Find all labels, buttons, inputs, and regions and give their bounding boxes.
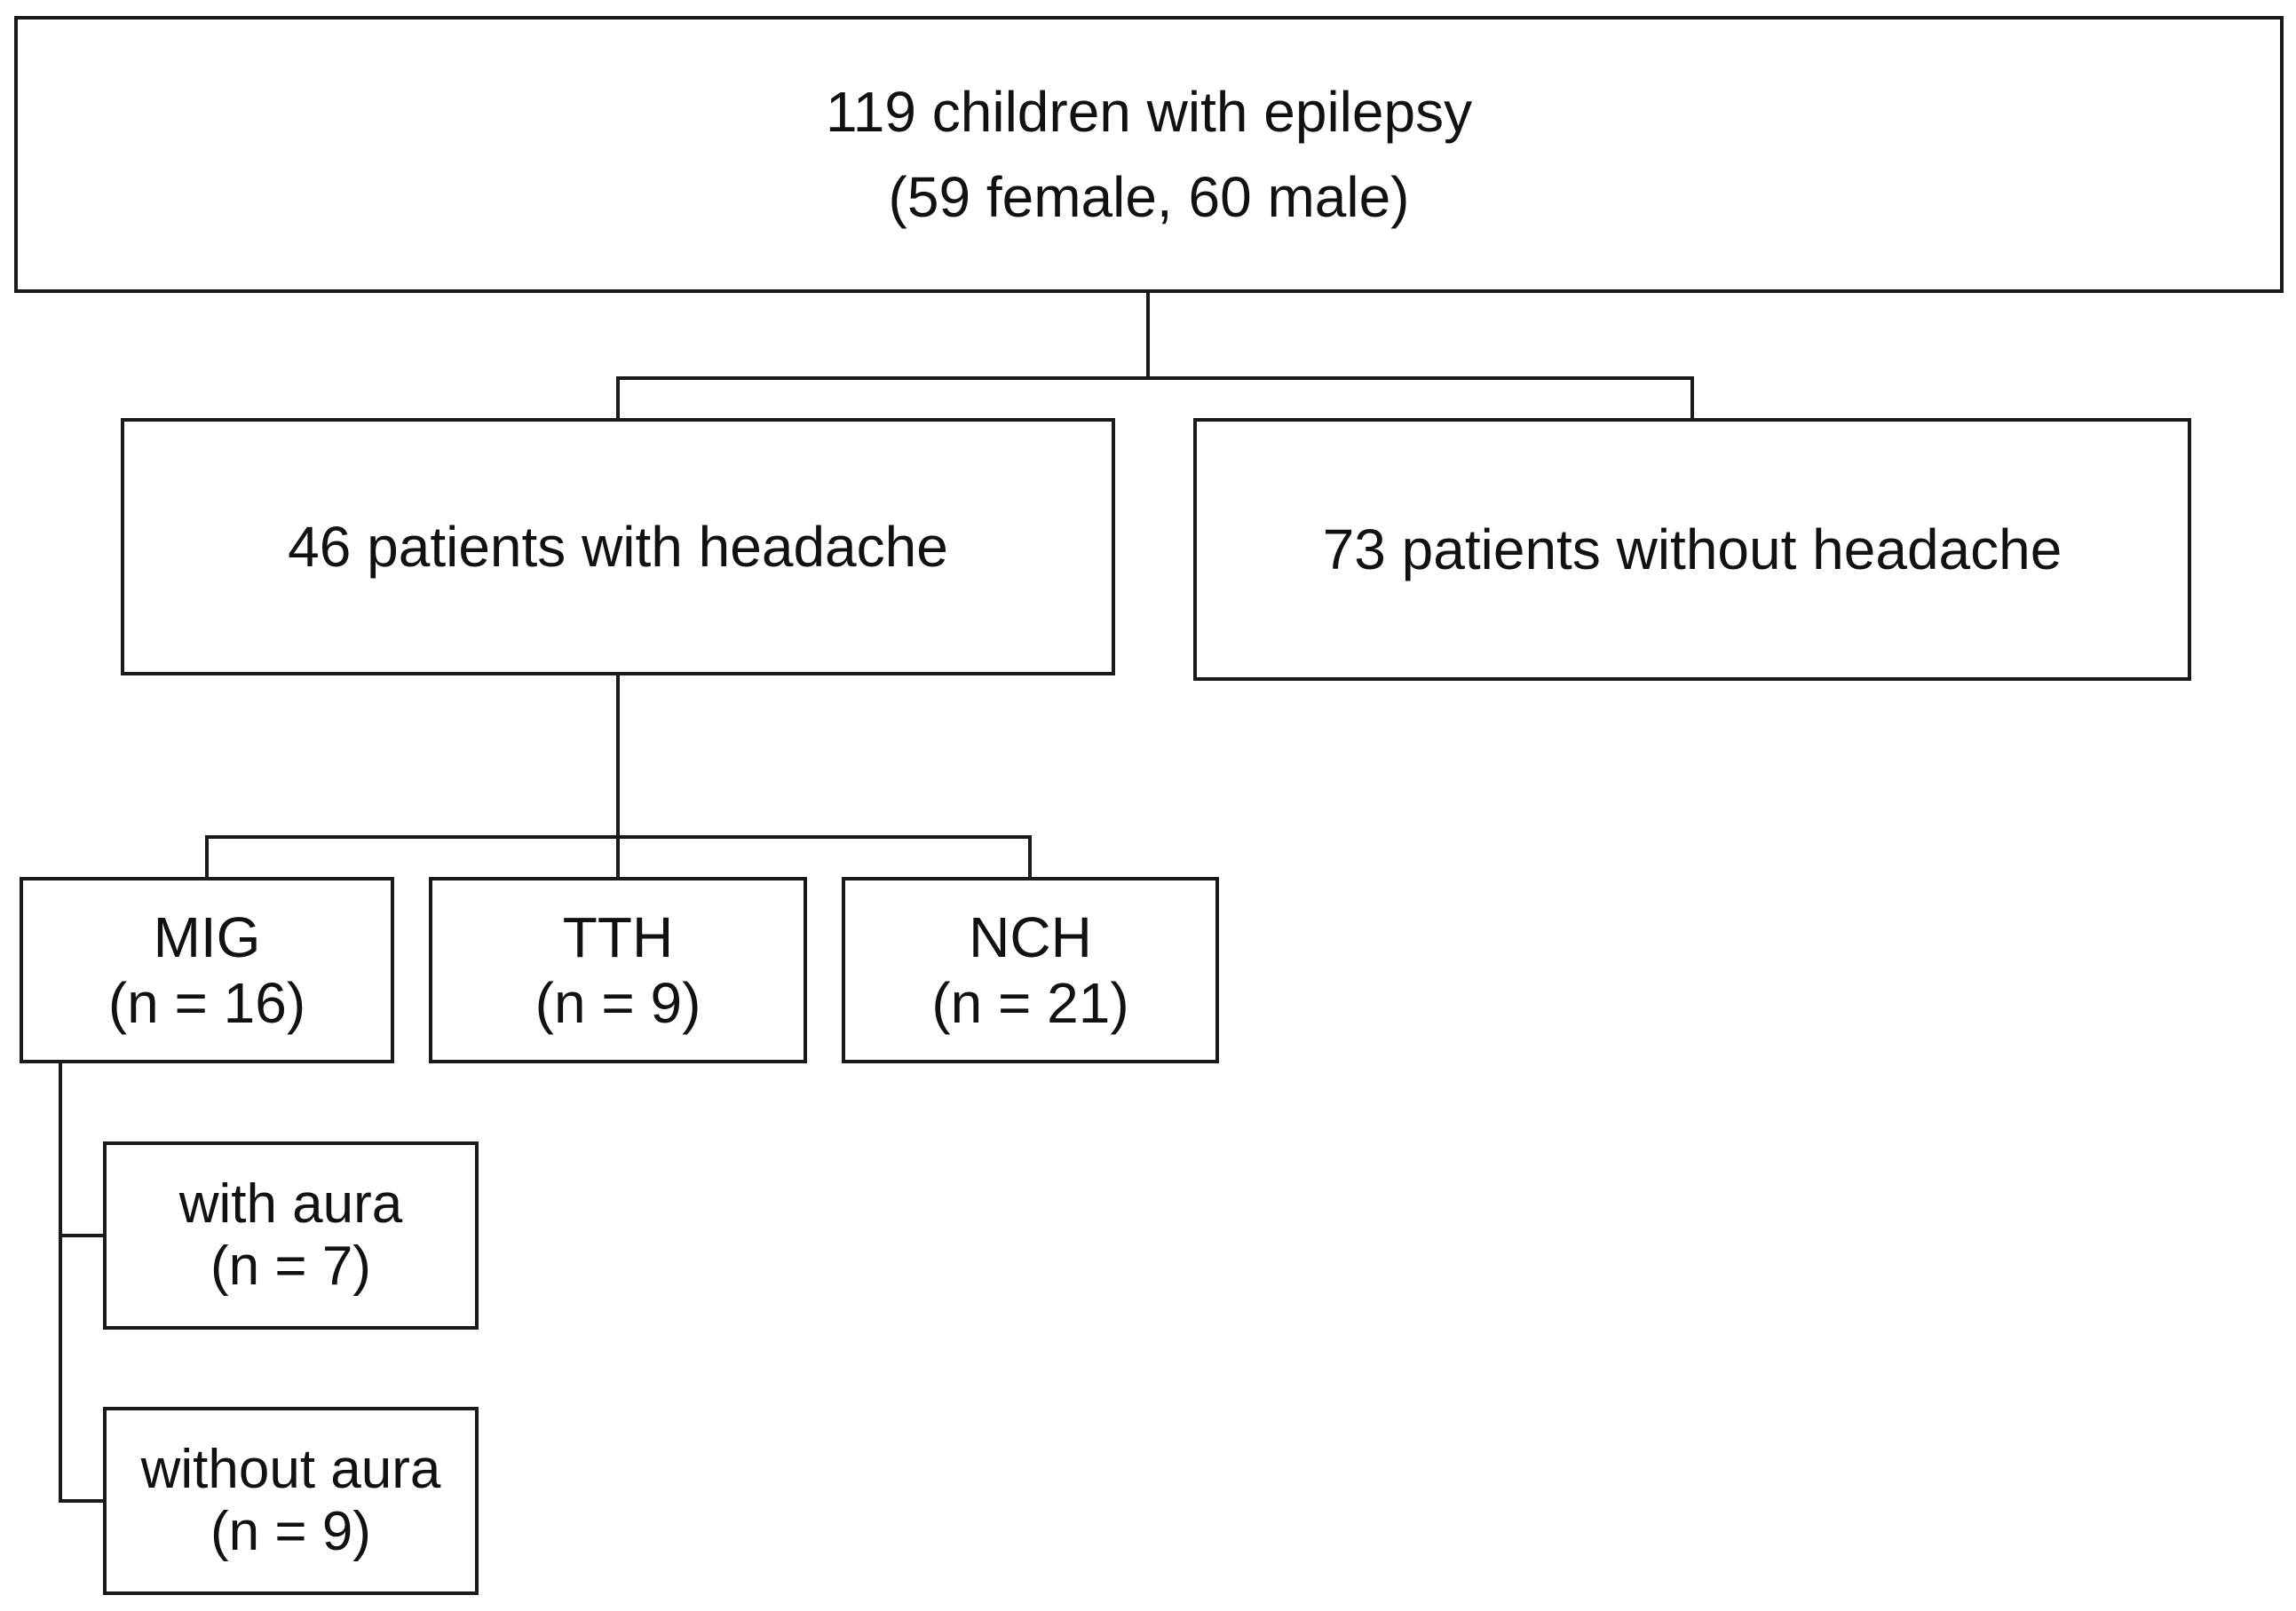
- nch-name: NCH: [969, 905, 1092, 969]
- with-aura-name: with aura: [178, 1173, 403, 1235]
- mig-name: MIG: [153, 905, 261, 969]
- mig-box: MIG (n = 16): [20, 877, 394, 1063]
- root-title: 119 children with epilepsy: [825, 80, 1473, 144]
- with-headache-box: 46 patients with headache: [121, 418, 1115, 675]
- with-headache-label: 46 patients with headache: [288, 515, 948, 579]
- with-aura-count: (n = 7): [210, 1236, 371, 1297]
- without-aura-box: without aura (n = 9): [103, 1407, 479, 1595]
- without-aura-count: (n = 9): [210, 1501, 371, 1562]
- root-subtitle: (59 female, 60 male): [888, 165, 1410, 229]
- without-headache-label: 73 patients without headache: [1322, 517, 2062, 581]
- nch-count: (n = 21): [931, 971, 1129, 1035]
- root-box: 119 children with epilepsy (59 female, 6…: [14, 16, 2284, 293]
- tth-box: TTH (n = 9): [429, 877, 807, 1063]
- tth-name: TTH: [562, 905, 674, 969]
- mig-count: (n = 16): [107, 971, 306, 1035]
- without-headache-box: 73 patients without headache: [1193, 418, 2191, 681]
- nch-box: NCH (n = 21): [842, 877, 1219, 1063]
- without-aura-name: without aura: [140, 1439, 441, 1500]
- tth-count: (n = 9): [534, 971, 701, 1035]
- with-aura-box: with aura (n = 7): [103, 1141, 479, 1330]
